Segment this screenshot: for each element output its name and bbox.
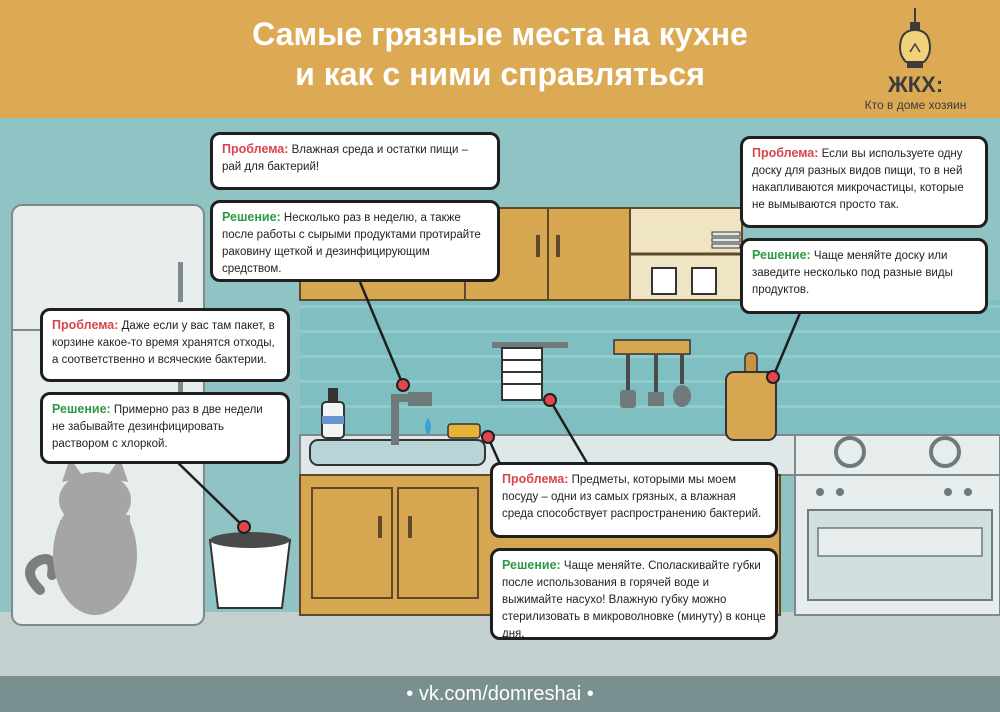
trash-solution-text: Примерно раз в две недели не забывайте д… [52,404,263,450]
logo-subtitle: Кто в доме хозяин [864,98,967,112]
header-banner: Самые грязные места на кухне и как с ним… [0,0,1000,118]
page-title: Самые грязные места на кухне и как с ним… [120,14,880,94]
trash-bucket [208,532,292,609]
sink-solution-text: Несколько раз в неделю, а также после ра… [222,212,481,275]
trash-problem-text: Даже если у вас там пакет, в корзине как… [52,320,275,366]
solution-label: Решение: [52,402,111,416]
utensil-rail [613,339,691,408]
solution-label: Решение: [752,248,811,262]
trash-problem-callout: Проблема: Даже если у вас там пакет, в к… [40,308,290,382]
backsplash [300,300,1000,435]
cutting-board [725,352,777,441]
detergent-bottle [321,388,345,439]
solution-label: Решение: [502,558,561,572]
logo: ЖКХ: Кто в доме хозяин [838,8,993,112]
sponge-problem-text: Предметы, которыми мы моем посуду – одни… [502,474,762,520]
footer-bar: • vk.com/domreshai • [0,676,1000,712]
problem-label: Проблема: [52,318,119,332]
sink-problem-callout: Проблема: Влажная среда и остатки пищи –… [210,132,500,190]
problem-label: Проблема: [222,142,289,156]
board-solution-callout: Решение: Чаще меняйте доску или заведите… [740,238,988,314]
sponge-problem-callout: Проблема: Предметы, которыми мы моем пос… [490,462,778,538]
sponge-solution-text: Чаще меняйте. Споласкивайте губки после … [502,560,766,640]
marker-dots [237,370,780,534]
trash-solution-callout: Решение: Примерно раз в две недели не за… [40,392,290,464]
tile-pattern [300,305,1000,408]
problem-label: Проблема: [502,472,569,486]
sink [309,392,486,466]
problem-label: Проблема: [752,146,819,160]
stove [794,434,1000,616]
connector-lines [169,281,802,528]
board-solution-text: Чаще меняйте доску или заведите нескольк… [752,250,953,296]
sponge-solution-callout: Решение: Чаще меняйте. Споласкивайте губ… [490,548,778,640]
solution-label: Решение: [222,210,281,224]
logo-name: ЖКХ: [887,72,944,97]
title-line-1: Самые грязные места на кухне [252,16,748,52]
board-problem-callout: Проблема: Если вы используете одну доску… [740,136,988,228]
lightbulb-icon [898,8,932,68]
board-problem-text: Если вы используете одну доску для разны… [752,148,964,211]
towel-rail [492,342,568,401]
cat-illustration [25,458,137,615]
open-shelf [629,207,743,301]
footer-link[interactable]: • vk.com/domreshai • [406,683,594,705]
sink-problem-text: Влажная среда и остатки пищи – рай для б… [222,144,468,173]
sink-solution-callout: Решение: Несколько раз в неделю, а также… [210,200,500,282]
title-line-2: и как с ними справляться [295,56,705,92]
sponge [447,423,481,439]
